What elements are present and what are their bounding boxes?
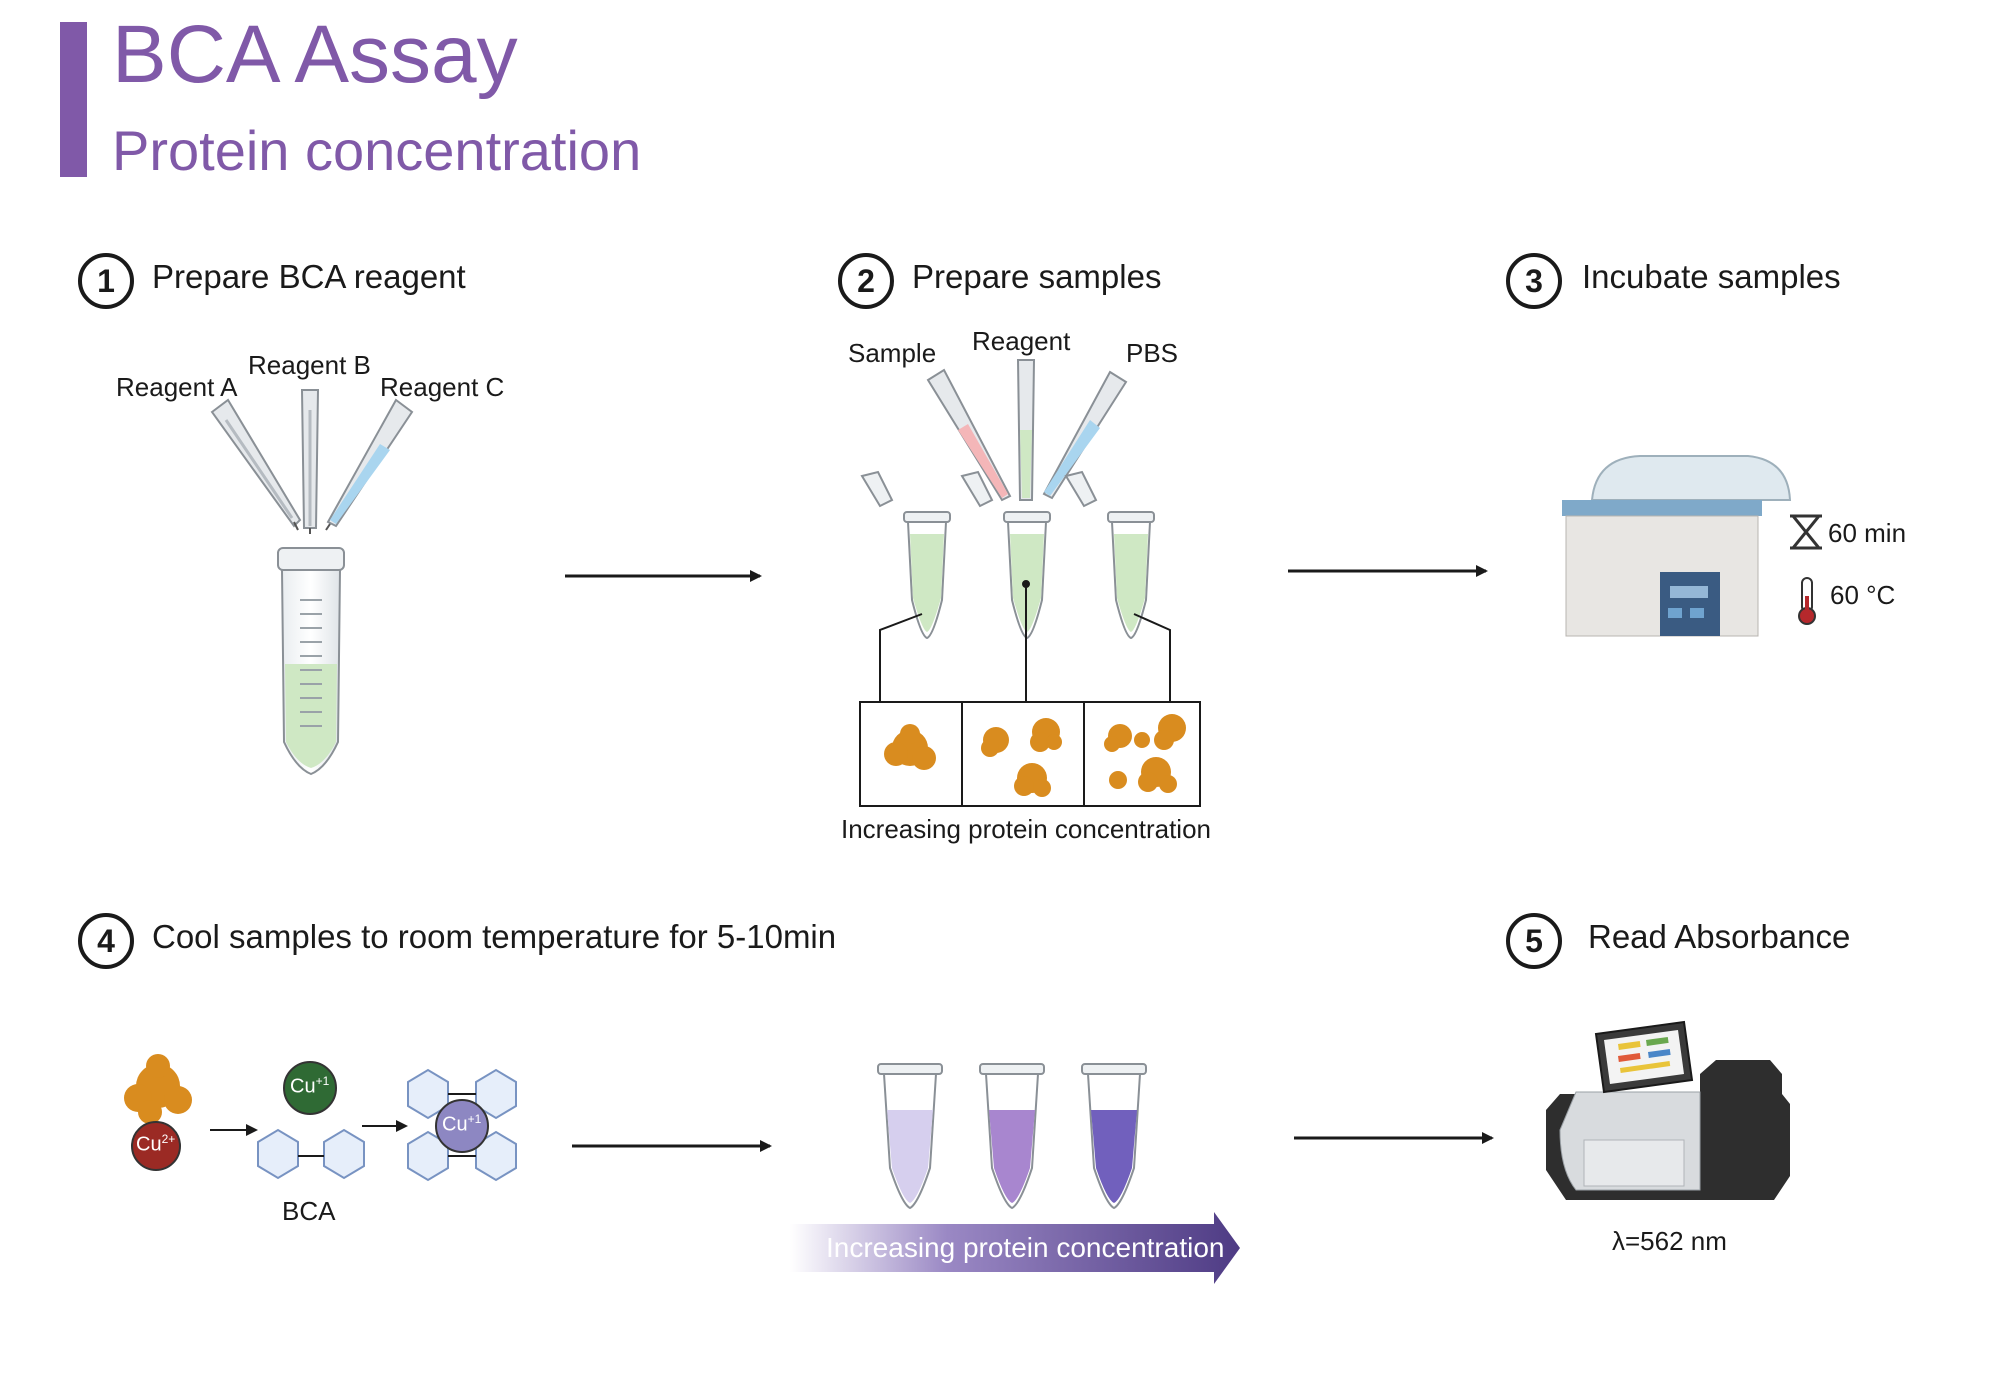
cu2-ion bbox=[131, 1121, 181, 1171]
microtube-icon-1 bbox=[860, 470, 951, 640]
cu1-ion-green-label: Cu+1 bbox=[290, 1074, 330, 1098]
pipette-icon-c bbox=[325, 398, 414, 531]
protein-icon-mid bbox=[981, 718, 1062, 797]
reagent-b-label: Reagent B bbox=[248, 350, 371, 380]
step-1-title: Prepare BCA reagent bbox=[152, 258, 466, 295]
incubation-temperature-label: 60 °C bbox=[1830, 580, 1896, 610]
callout-lines bbox=[879, 580, 1171, 702]
microtube-icon-3 bbox=[1064, 470, 1155, 640]
hourglass-icon bbox=[1789, 514, 1823, 550]
bca-label: BCA bbox=[282, 1196, 336, 1226]
reagent-c-label: Reagent C bbox=[380, 372, 505, 402]
cu1-ion-purple-label: Cu+1 bbox=[442, 1112, 482, 1136]
title-accent-bar bbox=[60, 22, 87, 177]
protein-icon-high bbox=[1104, 714, 1186, 793]
step-2-number: 2 bbox=[838, 253, 894, 309]
gradient-arrow-caption: Increasing protein concentration bbox=[826, 1232, 1225, 1263]
pipette-icon-a bbox=[210, 398, 302, 531]
page-subtitle: Protein concentration bbox=[112, 119, 642, 182]
water-bath-icon bbox=[1562, 455, 1792, 637]
microtube-icon-light bbox=[877, 1063, 943, 1210]
microtube-icon-2 bbox=[960, 470, 1051, 640]
bca-cu-complex-icon bbox=[407, 1068, 517, 1182]
thermometer-icon bbox=[1798, 577, 1816, 625]
step-5-title: Read Absorbance bbox=[1588, 918, 1851, 955]
microtube-icon-mid bbox=[979, 1063, 1045, 1210]
reagent-a-label: Reagent A bbox=[116, 372, 238, 402]
gradient-arrow bbox=[790, 1212, 1240, 1284]
pipette-icon-pbs bbox=[1042, 370, 1128, 500]
pipette-icon-reagent bbox=[1016, 359, 1036, 501]
cu1-ion-green bbox=[283, 1061, 337, 1115]
incubation-time-label: 60 min bbox=[1828, 518, 1907, 548]
microtube-icon-dark bbox=[1081, 1063, 1147, 1210]
step-1-number: 1 bbox=[78, 253, 134, 309]
cu2-ion-label: Cu2+ bbox=[136, 1132, 176, 1156]
step-4-number: 4 bbox=[78, 913, 134, 969]
step-3-title: Incubate samples bbox=[1582, 258, 1841, 295]
conical-tube-icon bbox=[277, 547, 345, 776]
bca-hexagon-icon-pair bbox=[257, 1128, 365, 1180]
pipette-icon-sample bbox=[926, 368, 1012, 502]
page-title: BCA Assay bbox=[112, 9, 518, 100]
cu1-ion-purple bbox=[435, 1099, 489, 1153]
protein-icon-reactant bbox=[124, 1054, 192, 1124]
plate-reader-icon bbox=[1546, 1020, 1790, 1200]
pbs-label: PBS bbox=[1126, 338, 1179, 368]
sample-label: Sample bbox=[848, 338, 937, 368]
protein-concentration-boxes bbox=[859, 701, 1201, 807]
step-3-number: 3 bbox=[1506, 253, 1562, 309]
wavelength-label: λ=562 nm bbox=[1612, 1226, 1727, 1256]
protein-icon-low bbox=[884, 724, 936, 770]
protein-concentration-caption: Increasing protein concentration bbox=[840, 814, 1212, 844]
step-4-title: Cool samples to room temperature for 5-1… bbox=[152, 918, 837, 955]
reagent-label: Reagent bbox=[972, 326, 1071, 356]
step-2-title: Prepare samples bbox=[912, 258, 1162, 295]
step-5-number: 5 bbox=[1506, 913, 1562, 969]
pipette-icon-b bbox=[300, 389, 320, 534]
